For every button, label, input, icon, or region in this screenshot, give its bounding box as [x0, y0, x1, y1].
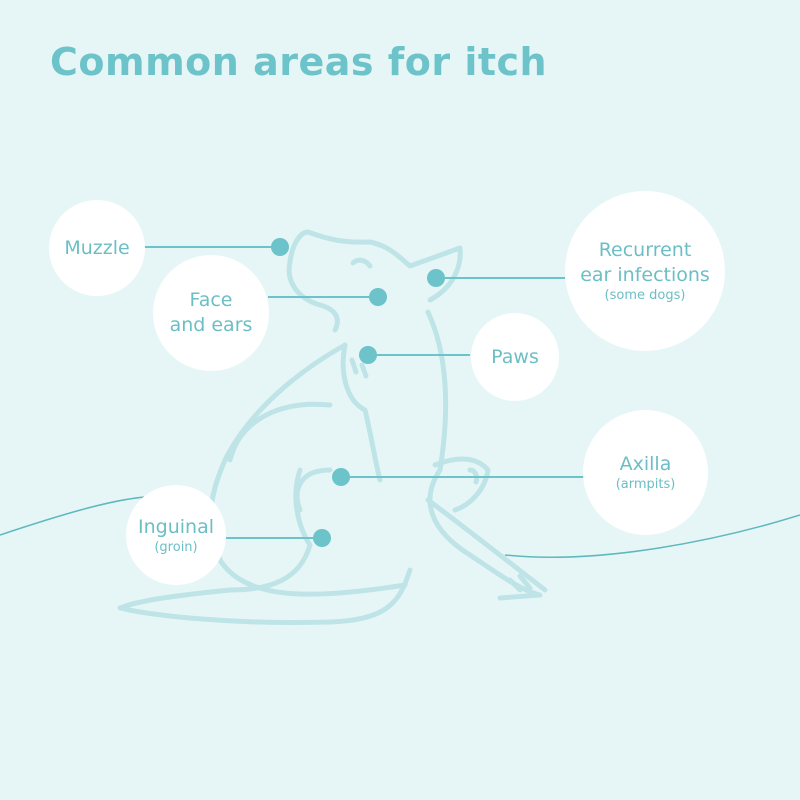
ground-line-right [504, 514, 800, 558]
paws-text: Paws [491, 345, 539, 368]
inguinal-text: Inguinal [138, 515, 214, 538]
paws-label: Paws [471, 313, 559, 401]
ear-text-line1: Recurrent [598, 239, 692, 261]
ear-infections-label: Recurrent ear infections (some dogs) [565, 191, 725, 351]
ear-text-sub: (some dogs) [604, 288, 686, 303]
face-dot [369, 288, 387, 306]
axilla-text-sub: (armpits) [615, 477, 676, 492]
inguinal-text-sub: (groin) [154, 539, 198, 555]
face-text-line2: and ears [169, 314, 253, 336]
muzzle-label: Muzzle [49, 200, 145, 296]
axilla-label: Axilla (armpits) [583, 410, 708, 535]
ear-dot [427, 269, 445, 287]
inguinal-label: Inguinal (groin) [126, 485, 226, 585]
ground-line [0, 496, 146, 536]
axilla-text: Axilla [619, 453, 672, 475]
inguinal-dot [313, 529, 331, 547]
ear-text-line2: ear infections [580, 264, 710, 286]
face-and-ears-label: Face and ears [153, 255, 269, 371]
muzzle-dot [271, 238, 289, 256]
axilla-dot [332, 468, 350, 486]
muzzle-text: Muzzle [64, 236, 130, 259]
page-title: Common areas for itch [50, 40, 548, 84]
paws-dot [359, 346, 377, 364]
face-text-line1: Face [189, 289, 233, 311]
